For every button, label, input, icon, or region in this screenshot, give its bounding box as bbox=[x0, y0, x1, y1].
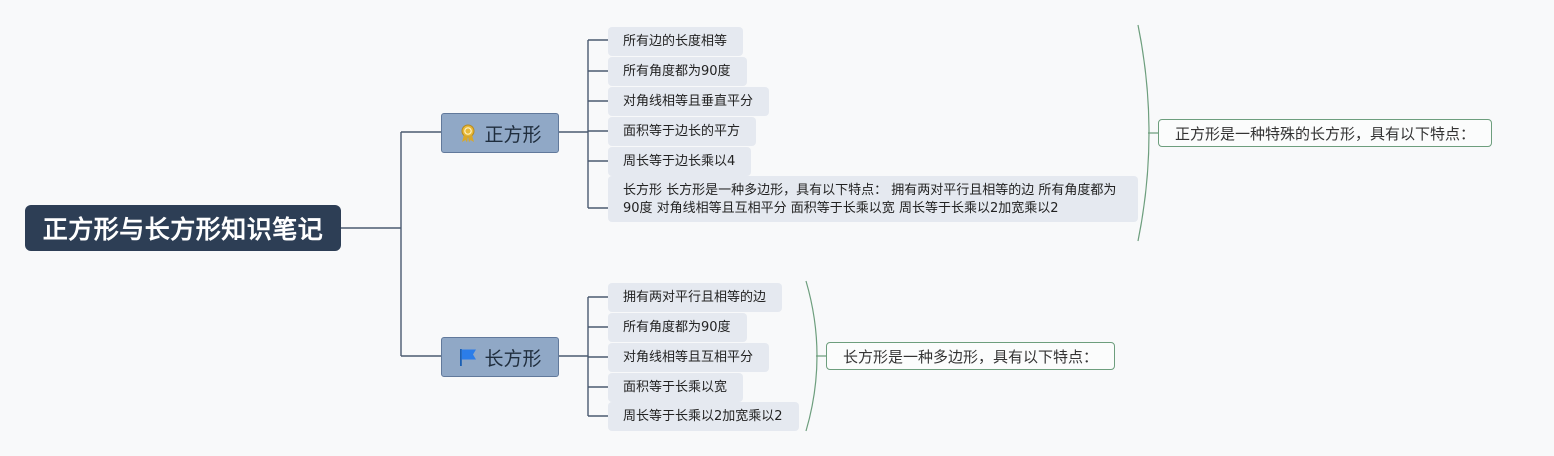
leaf-topic[interactable]: 面积等于长乘以宽 bbox=[608, 373, 744, 402]
leaf-topic[interactable]: 拥有两对平行且相等的边 bbox=[608, 283, 783, 312]
branch-topic-square[interactable]: 正方形 bbox=[441, 113, 559, 153]
summary-topic-rectangle[interactable]: 长方形是一种多边形，具有以下特点： bbox=[826, 342, 1116, 370]
root-topic[interactable]: 正方形与长方形知识笔记 bbox=[25, 205, 341, 251]
leaf-topic[interactable]: 对角线相等且垂直平分 bbox=[608, 87, 770, 116]
branch-label: 正方形 bbox=[484, 123, 542, 146]
leaf-topic[interactable]: 面积等于边长的平方 bbox=[608, 117, 757, 146]
award-ribbon-icon bbox=[458, 123, 478, 143]
flag-icon bbox=[458, 347, 478, 367]
leaf-topic[interactable]: 长方形 长方形是一种多边形，具有以下特点： 拥有两对平行且相等的边 所有角度都为… bbox=[608, 176, 1138, 222]
summary-topic-square[interactable]: 正方形是一种特殊的长方形，具有以下特点： bbox=[1158, 119, 1493, 147]
leaf-topic[interactable]: 对角线相等且互相平分 bbox=[608, 343, 770, 372]
branch-label: 长方形 bbox=[484, 347, 542, 370]
leaf-topic[interactable]: 所有角度都为90度 bbox=[608, 57, 747, 86]
leaf-topic[interactable]: 周长等于边长乘以4 bbox=[608, 147, 752, 176]
leaf-topic[interactable]: 所有角度都为90度 bbox=[608, 313, 747, 342]
leaf-topic[interactable]: 周长等于长乘以2加宽乘以2 bbox=[608, 402, 799, 431]
branch-topic-rectangle[interactable]: 长方形 bbox=[441, 337, 559, 377]
leaf-topic[interactable]: 所有边的长度相等 bbox=[608, 27, 744, 56]
